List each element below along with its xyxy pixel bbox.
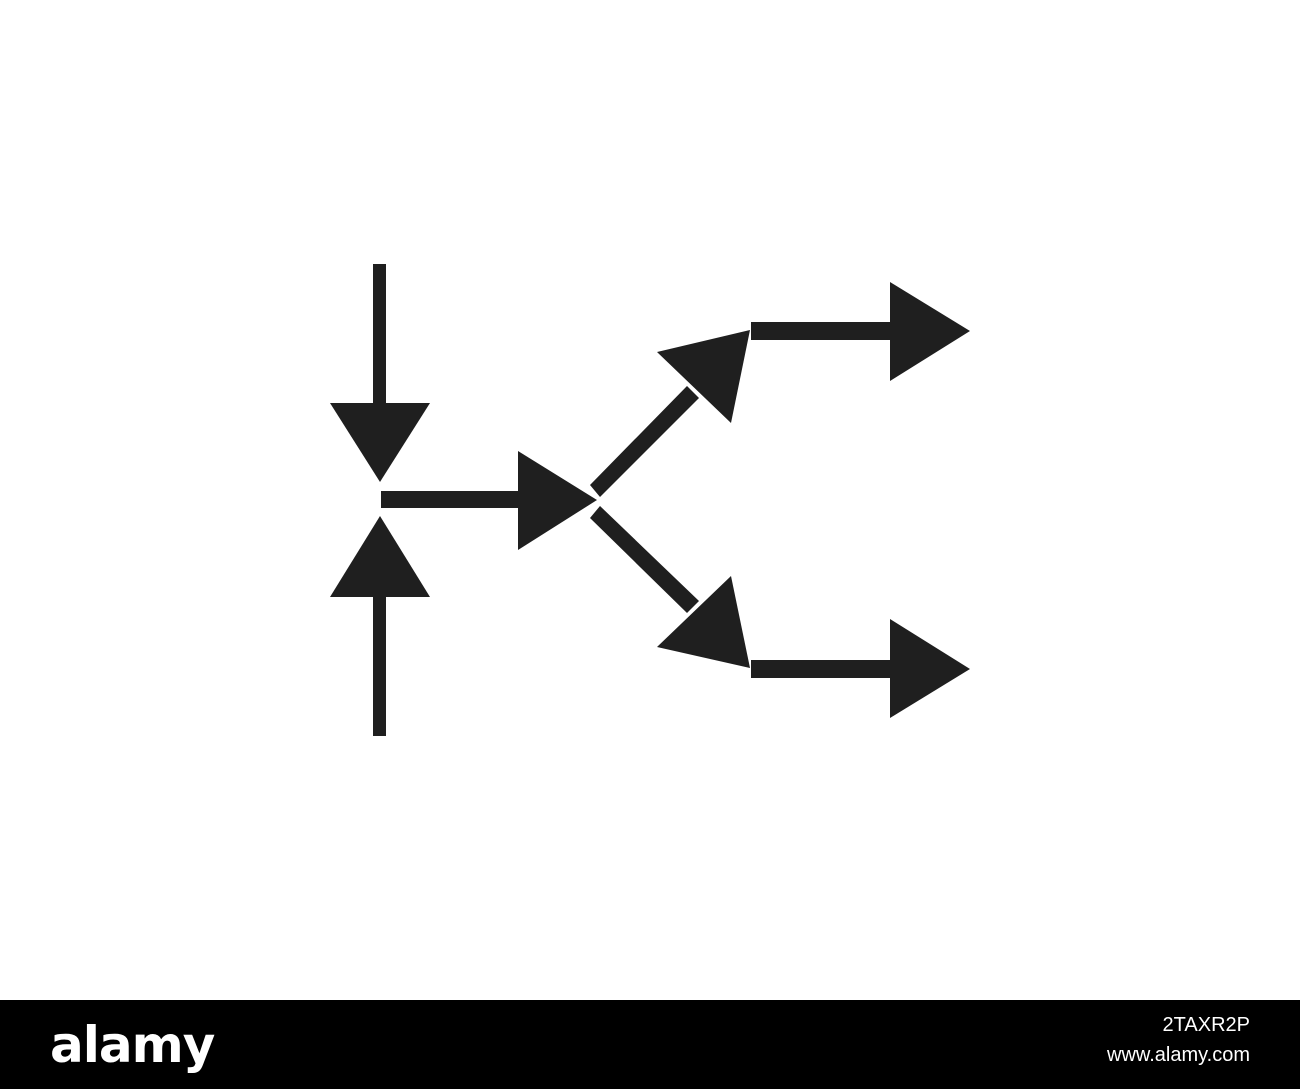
watermark-footer: alamy 2TAXR2P www.alamy.com: [0, 1000, 1300, 1089]
site-url: www.alamy.com: [1107, 1044, 1250, 1066]
merge-split-arrows-diagram: [330, 264, 970, 736]
arrow-right-center-icon: [381, 451, 597, 550]
arrow-diagonal-up-icon: [590, 330, 750, 497]
alamy-logo: alamy: [50, 1016, 215, 1074]
image-credit: 2TAXR2P www.alamy.com: [1107, 1010, 1250, 1070]
arrow-right-upper-icon: [751, 282, 970, 381]
arrow-up-icon: [330, 516, 430, 736]
image-id: 2TAXR2P: [1162, 1014, 1250, 1036]
arrow-down-icon: [330, 264, 430, 482]
arrow-diagonal-down-icon: [590, 506, 750, 668]
arrow-right-lower-icon: [751, 619, 970, 718]
